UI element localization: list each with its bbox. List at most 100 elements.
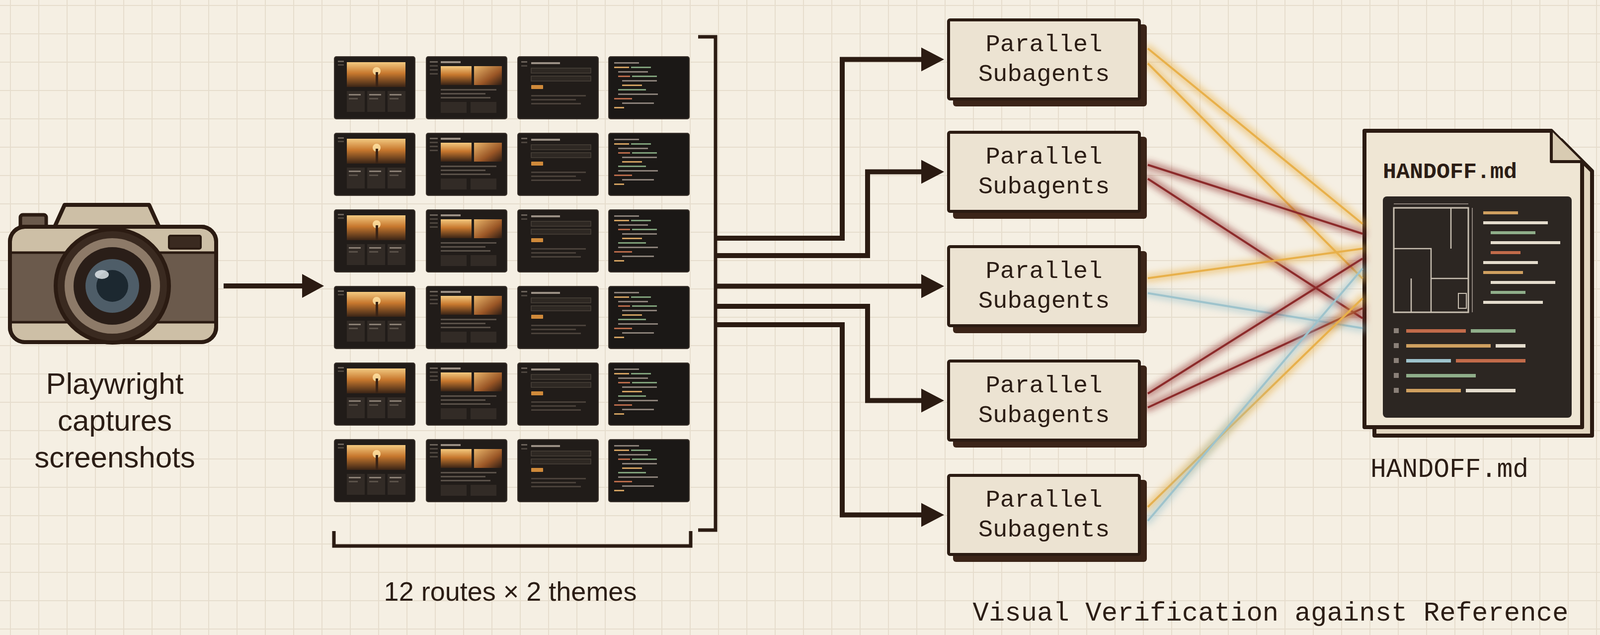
connector-line [1147,298,1363,507]
process-box: Parallel Subagents [947,130,1141,213]
screenshot-thumbnails [517,286,599,349]
camera-icon [168,235,201,249]
document-icon [1551,130,1583,162]
document-icon [1483,300,1543,304]
camera-icon [85,258,140,313]
screenshot-thumbnails [608,286,690,349]
camera-icon [55,229,169,343]
arrow-connector [715,160,945,256]
process-box: Parallel Subagents [947,473,1141,556]
document-icon [1393,207,1469,313]
camera-icon [94,269,109,279]
connector-glow [1147,248,1363,279]
document-icon [1364,130,1593,436]
screenshot-grid: 12 routes × 2 themes [327,49,716,607]
screenshot-thumbnails [426,56,507,119]
document-icon [1483,221,1548,225]
caption: Visual Verification against Reference [972,597,1569,629]
document-icon [1458,293,1467,309]
camera-icon [54,204,160,227]
screenshot-thumbnails [608,133,690,196]
screenshot-thumbnails [608,56,690,119]
box-label: Parallel Subagents [960,142,1127,202]
document-icon [1393,342,1399,348]
document-icon [1406,373,1476,378]
connector-line [1147,268,1363,521]
document-icon [1483,270,1523,274]
arrowhead [921,160,945,184]
node-label: 12 routes × 2 themes [327,574,693,607]
screenshot-thumbnails [334,439,415,502]
process-box: Parallel Subagents [947,18,1141,101]
document-icon [1490,280,1556,284]
document-icon [1406,358,1451,363]
document-icon [1495,343,1526,348]
screenshot-thumbnails [334,362,415,425]
node-label: HANDOFF.md [1382,160,1572,185]
arrowhead [921,47,945,72]
screenshot-thumbnails [334,56,415,119]
node-label: Playwright captures screenshots [7,365,222,476]
camera-icon [64,238,160,334]
document-icon [1406,328,1466,333]
node-label: HANDOFF.md [1362,453,1537,486]
camera-icon [9,226,217,342]
document-icon [1483,211,1519,215]
connector-glow [1147,268,1363,521]
arrow-connector [715,324,945,527]
arrowhead [921,388,945,413]
connector-line [1147,248,1363,279]
screenshot-thumbnails [517,362,599,425]
screenshot-thumbnails [517,439,599,502]
document-icon [1406,388,1461,393]
document-icon [1393,387,1399,393]
connector-line [715,59,924,239]
document-icon [1393,327,1399,333]
document-node: HANDOFF.mdHANDOFF.md [1362,130,1593,486]
connector-glow [1147,298,1363,507]
glow-connector [1147,248,1363,328]
document-icon [1483,260,1538,264]
connector-line [715,324,924,515]
arrowhead [921,274,945,299]
connector-line [715,283,924,289]
document-icon [1393,372,1399,378]
screenshot-thumbnails [608,439,690,502]
document-icon [1364,130,1583,427]
box-label: Parallel Subagents [960,484,1127,545]
screenshot-thumbnails [426,286,507,349]
glow-connector [1147,268,1363,521]
bottom-bracket [333,530,691,546]
camera-icon [9,226,217,342]
arrow-connector [715,274,945,299]
process-box: Parallel Subagents [947,244,1141,327]
screenshot-thumbnails [334,56,690,502]
box-label: Parallel Subagents [960,370,1127,431]
screenshot-thumbnails [334,286,415,349]
process-box: Parallel Subagents [947,359,1141,442]
document-icon [1470,328,1516,333]
arrowhead [921,502,945,527]
screenshot-thumbnails [334,209,415,272]
document-icon [1465,388,1516,393]
screenshot-thumbnails [334,133,415,196]
document-icon [1393,357,1399,363]
box-label: Parallel Subagents [960,256,1127,317]
camera-node: Playwright captures screenshots [7,198,222,476]
document-icon [1490,231,1536,235]
screenshot-thumbnails [426,439,507,502]
screenshot-thumbnails [517,56,599,119]
screenshot-thumbnails [426,362,507,425]
document-icon [1490,290,1526,294]
right-bracket [698,36,716,530]
camera-icon [11,252,215,322]
box-label: Parallel Subagents [960,29,1127,90]
document-icon [1393,207,1469,313]
screenshot-thumbnails [426,133,507,196]
camera-icon [9,204,217,343]
screenshot-thumbnails [608,209,690,272]
arrowhead [302,273,324,298]
document-icon [1393,203,1473,313]
screenshot-thumbnails [608,362,690,425]
